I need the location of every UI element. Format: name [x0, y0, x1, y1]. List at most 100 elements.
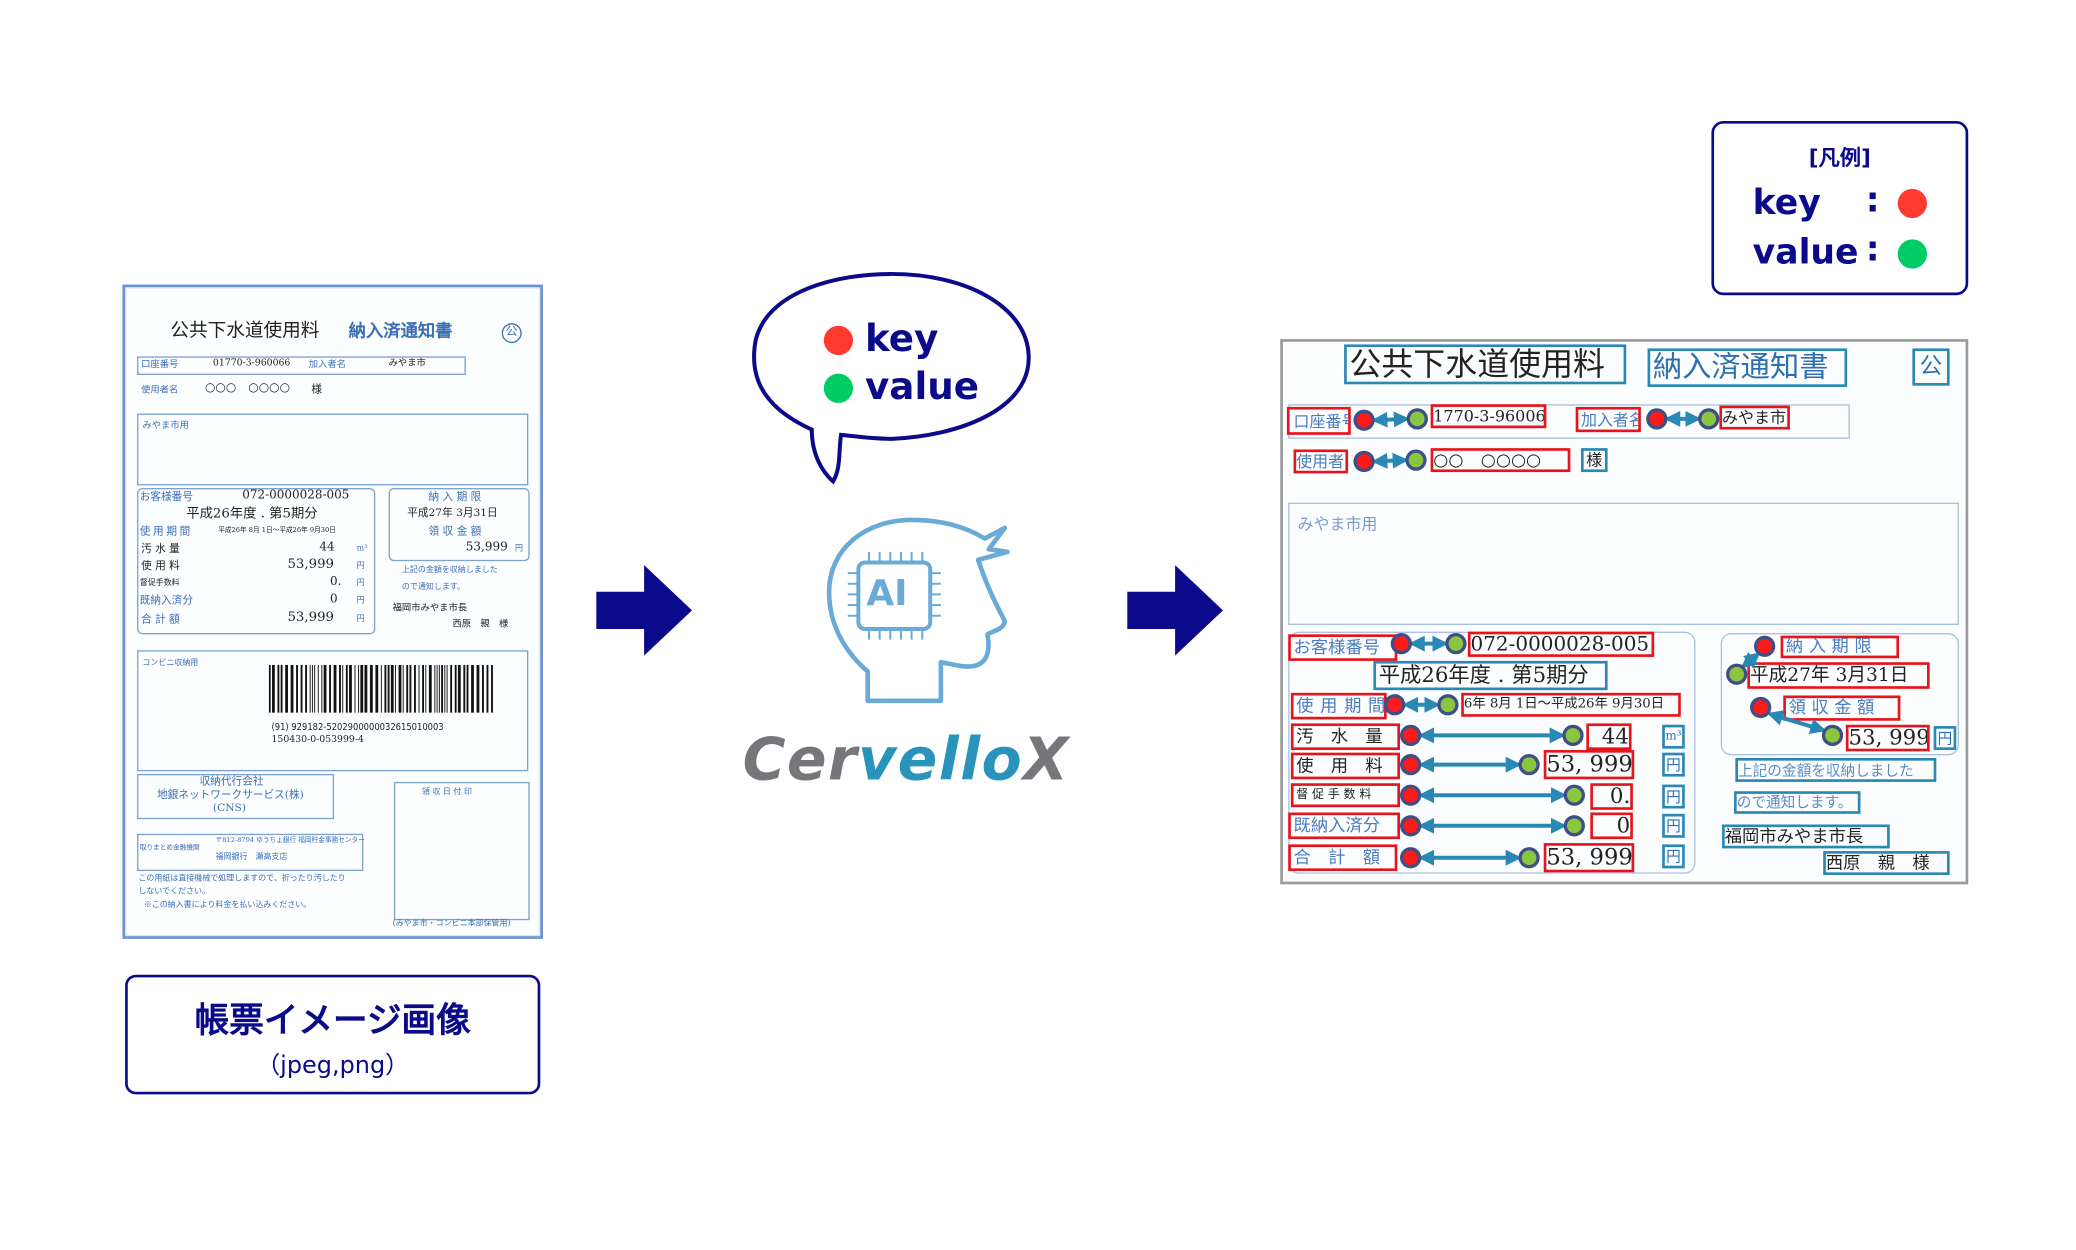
unit-box-received: 円	[1933, 726, 1957, 751]
subscriber-value: みやま市	[388, 357, 426, 369]
receipt-stamp-box	[393, 781, 530, 921]
key-box-received: 領 収 金 額	[1783, 695, 1901, 721]
barcode-bar	[402, 664, 404, 713]
user-honorific-box: 様	[1580, 448, 1608, 473]
late-fee-unit: 円	[356, 578, 365, 588]
barcode-bar	[364, 664, 368, 713]
agent-abbr: (CNS)	[212, 801, 246, 814]
unit-box-sewage-volume: m³	[1662, 724, 1685, 749]
barcode-bar	[280, 664, 283, 713]
barcode-bar	[277, 664, 280, 713]
barcode-bar	[272, 664, 275, 713]
key-box-total: 合 計 額	[1288, 844, 1398, 872]
barcode-bar	[434, 664, 436, 713]
period-value: 平成26年 8月 1日～平成26年 9月30日	[218, 526, 336, 535]
barcode-bar	[333, 664, 337, 713]
legend-value-label: value	[1752, 232, 1859, 273]
key-dot-icon	[823, 325, 854, 356]
seal-box: 公	[1912, 348, 1950, 386]
convenience-store-box	[137, 650, 529, 772]
value-box-sewage-volume: 44	[1586, 723, 1632, 751]
barcode-bar	[394, 664, 396, 713]
form-title-left: 公共下水道使用料	[170, 320, 320, 342]
account-row	[137, 356, 466, 376]
usage-fee-label: 使 用 料	[141, 559, 180, 572]
user-honorific: 様	[311, 382, 323, 395]
key-box-subscriber: 加入者名	[1575, 406, 1641, 433]
sewage-volume-label: 汚 水 量	[141, 542, 180, 555]
notice-notify-box: ので通知します。	[1734, 791, 1861, 814]
agent-name: 地銀ネットワークサービス(株)	[157, 788, 304, 801]
value-box-paid-amount: 0	[1590, 812, 1633, 840]
barcode-bar	[300, 664, 303, 713]
barcode-bar	[285, 664, 288, 713]
legend-key-dot-icon	[1897, 188, 1927, 219]
payment-notice: ※この納入書により料金を払い込みください。	[143, 900, 312, 910]
barcode-bar	[311, 664, 313, 713]
unit-box-late-fee: 円	[1662, 784, 1685, 809]
city-use-label: みやま市用	[142, 420, 189, 431]
key-box-account: 口座番号	[1286, 406, 1351, 435]
late-fee-label: 督促手数料	[139, 578, 180, 588]
bank-line-1: 〒812-8794 ゆうちょ銀行 福岡貯金事務センター	[215, 836, 365, 845]
unit-box-total: 円	[1662, 844, 1685, 869]
barcode-number-2: 150430-0-053999-4	[271, 734, 364, 745]
mayor-name: 西原 親 様	[452, 618, 509, 629]
barcode-bar	[444, 664, 446, 713]
total-value: 53,999	[287, 610, 335, 626]
barcode-bar	[360, 664, 364, 713]
form-title-right: 納入済通知書	[348, 321, 453, 342]
customer-no-label: お客様番号	[139, 490, 193, 503]
total-label: 合 計 額	[141, 613, 180, 626]
barcode-bar	[441, 664, 444, 713]
period-label: 使用期間	[139, 525, 193, 538]
barcode-bar	[471, 664, 474, 713]
legend-key-label: key	[1752, 183, 1821, 224]
key-box-paid-amount: 既納入済分	[1288, 812, 1401, 840]
legend-value-dot-icon	[1897, 239, 1927, 269]
barcode-bar	[296, 664, 298, 713]
barcode-bar	[438, 664, 440, 713]
barcode-bar	[414, 664, 416, 713]
unit-box-usage-fee: 円	[1662, 752, 1685, 777]
flow-arrow-right-icon	[596, 565, 693, 656]
barcode-bar	[323, 664, 327, 713]
barcode-bar	[398, 664, 402, 713]
legend-title: [凡例]	[1808, 144, 1871, 171]
barcode-bar	[418, 664, 420, 713]
deadline-box	[388, 488, 530, 562]
barcode-bar	[486, 664, 489, 713]
barcode-bar	[491, 664, 493, 713]
key-box-deadline: 納 入 期 限	[1780, 635, 1900, 659]
barcode-bar	[369, 664, 373, 713]
bank-label: 取りまとめ金融機関	[139, 844, 200, 853]
usage-fee-unit: 円	[356, 561, 365, 571]
bubble-key-label: key	[865, 316, 939, 361]
unit-box-paid-amount: 円	[1662, 813, 1685, 838]
key-box-sewage-volume: 汚 水 量	[1290, 723, 1401, 751]
barcode-bar	[317, 664, 319, 713]
receipt-stamp-label: 領 収 日 付 印	[421, 787, 472, 797]
mayor-title-box: 福岡市みやま市長	[1722, 824, 1890, 849]
seal-mark: 公	[501, 323, 522, 344]
barcode-bar	[422, 664, 424, 713]
barcode-bar	[305, 664, 308, 713]
value-box-subscriber: みやま市	[1719, 405, 1790, 430]
input-caption-title: 帳票イメージ画像	[194, 1001, 471, 1042]
received-value: 53,999	[465, 541, 508, 555]
value-box-account: 1770-3-960066	[1430, 404, 1547, 429]
barcode-bar	[446, 664, 448, 713]
barcode-bar	[425, 664, 427, 713]
billing-table	[137, 488, 376, 635]
ai-chip-label: AI	[866, 573, 908, 615]
barcode-bar	[454, 664, 457, 713]
notice-received: 上記の金額を収納しました	[401, 565, 498, 575]
barcode-bar	[436, 664, 438, 713]
mayor-name-box: 西原 親 様	[1823, 851, 1950, 876]
agent-box	[137, 773, 335, 820]
bank-line-2: 福岡銀行 瀬高支店	[215, 852, 288, 862]
handling-notice-2: しないでください。	[138, 886, 211, 897]
usage-fee-value: 53,999	[287, 557, 335, 572]
barcode-bar	[268, 664, 271, 713]
flow-arrow-right-icon	[1127, 565, 1224, 656]
